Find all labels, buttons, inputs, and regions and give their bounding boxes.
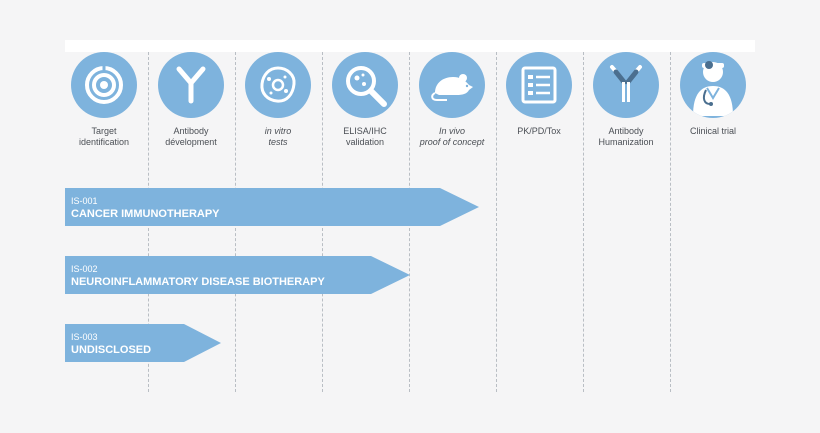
stage-label: in vitro tests: [264, 126, 292, 147]
column-divider: [496, 52, 497, 392]
antibody-icon: [158, 52, 224, 118]
program-code: IS-001: [71, 196, 98, 206]
program-arrow-is-002: IS-002 NEUROINFLAMMATORY DISEASE BIOTHER…: [65, 256, 410, 294]
stage-clinical-trial: Clinical trial: [671, 52, 755, 137]
target-icon: [71, 52, 137, 118]
cell-icon: [245, 52, 311, 118]
doctor-icon: [680, 52, 746, 118]
stage-label: Antibody dévelopment: [165, 126, 217, 147]
magnifier-icon: [332, 52, 398, 118]
mouse-icon: [419, 52, 485, 118]
program-name: CANCER IMMUNOTHERAPY: [71, 208, 220, 220]
checklist-icon: [506, 52, 572, 118]
program-code: IS-003: [71, 332, 98, 342]
stage-label: Antibody Humanization: [598, 126, 654, 147]
stage-antibody-humanization: Antibody Humanization: [584, 52, 668, 148]
program-name: UNDISCLOSED: [71, 344, 152, 356]
stage-antibody-development: Antibody dévelopment: [149, 52, 233, 148]
stage-label: PK/PD/Tox: [517, 126, 561, 136]
column-divider: [670, 52, 671, 392]
stage-label: In vivo proof of concept: [419, 126, 485, 147]
program-code: IS-002: [71, 264, 98, 274]
program-arrow-is-001: IS-001 CANCER IMMUNOTHERAPY: [65, 188, 479, 226]
stage-in-vitro-tests: in vitro tests: [236, 52, 320, 148]
stage-elisa-ihc-validation: ELISA/IHC validation: [323, 52, 407, 148]
stage-in-vivo-proof-of-concept: In vivo proof of concept: [410, 52, 494, 148]
stage-pk-pd-tox: PK/PD/Tox: [497, 52, 581, 137]
humanized-antibody-icon: [593, 52, 659, 118]
stage-label: Clinical trial: [689, 126, 736, 136]
stage-target-identification: Target identification: [62, 52, 146, 148]
header-band: [65, 40, 755, 52]
program-arrow-is-003: IS-003 UNDISCLOSED: [65, 324, 221, 362]
stage-label: ELISA/IHC validation: [343, 126, 387, 147]
program-name: NEUROINFLAMMATORY DISEASE BIOTHERAPY: [71, 276, 325, 288]
stage-label: Target identification: [78, 126, 130, 147]
column-divider: [583, 52, 584, 392]
